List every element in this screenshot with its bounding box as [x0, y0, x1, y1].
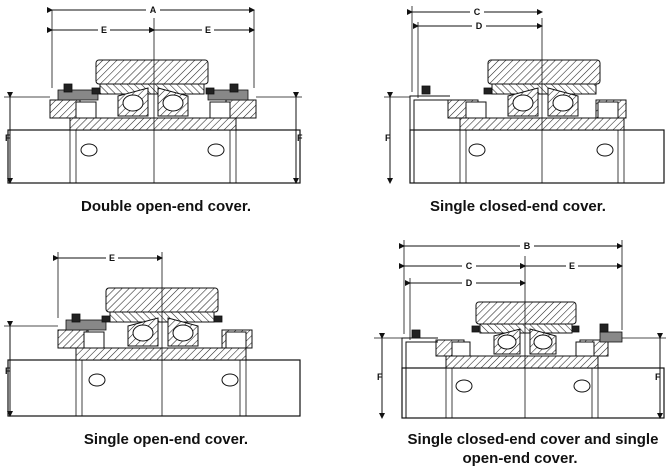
caption-single-closed-end: Single closed-end cover. — [430, 198, 606, 215]
shaft — [401, 367, 665, 419]
housing-cap — [95, 59, 209, 85]
dim-label-F: F — [5, 366, 11, 376]
roller-bearing — [127, 317, 199, 347]
shaft-hole — [596, 143, 614, 157]
shaft-hole — [80, 143, 98, 157]
dim-label-D: D — [466, 278, 473, 288]
bolt — [421, 85, 431, 95]
caption-double-open-end: Double open-end cover. — [81, 198, 251, 215]
caption-single-open-end: Single open-end cover. — [84, 431, 248, 448]
dim-label-E: E — [109, 253, 115, 263]
dim-label-B: B — [524, 241, 531, 251]
bolt — [229, 83, 239, 93]
dim-label-D: D — [476, 21, 483, 31]
dim-label-A: A — [150, 5, 157, 15]
dim-label-C: C — [466, 261, 473, 271]
closed-end-cover — [409, 95, 450, 183]
shaft-hole — [221, 373, 239, 387]
roller-bearing — [507, 87, 579, 117]
bolt — [599, 323, 609, 333]
panel-single-closed-end: C D F Single closed-end cover. — [384, 6, 665, 215]
shaft-hole — [207, 143, 225, 157]
shaft — [409, 129, 665, 184]
panel-closed-and-open-end: B C E D F F Single closed-end cover and … — [374, 240, 666, 467]
shaft-hole — [455, 379, 473, 393]
housing-cap — [475, 301, 577, 325]
open-end-cover — [599, 331, 623, 343]
dim-label-E: E — [569, 261, 575, 271]
dim-label-F: F — [5, 133, 11, 143]
caption-closed-and-open-line2: open-end cover. — [462, 450, 577, 467]
caption-closed-and-open-line1: Single closed-end cover and single — [408, 431, 659, 448]
shaft-hole — [468, 143, 486, 157]
dim-label-F: F — [377, 372, 383, 382]
shaft — [7, 359, 301, 417]
panel-single-open-end: E F Single open-end cover. — [4, 252, 301, 448]
panel-double-open-end: A E E F F Double open-end cover. — [4, 4, 303, 215]
open-end-cover — [207, 89, 249, 101]
dim-label-E: E — [101, 25, 107, 35]
dim-label-F: F — [655, 372, 661, 382]
shaft-hole — [88, 373, 106, 387]
dim-label-F: F — [385, 133, 391, 143]
roller-bearing — [117, 87, 189, 117]
dim-label-F: F — [297, 133, 303, 143]
dim-label-E: E — [205, 25, 211, 35]
open-end-cover — [57, 89, 99, 101]
housing-cap — [487, 59, 601, 85]
bolt — [411, 329, 421, 339]
bolt — [71, 313, 81, 323]
shaft-hole — [573, 379, 591, 393]
bolt — [63, 83, 73, 93]
roller-bearing — [493, 328, 557, 355]
open-end-cover — [65, 319, 107, 331]
dim-label-C: C — [474, 7, 481, 17]
